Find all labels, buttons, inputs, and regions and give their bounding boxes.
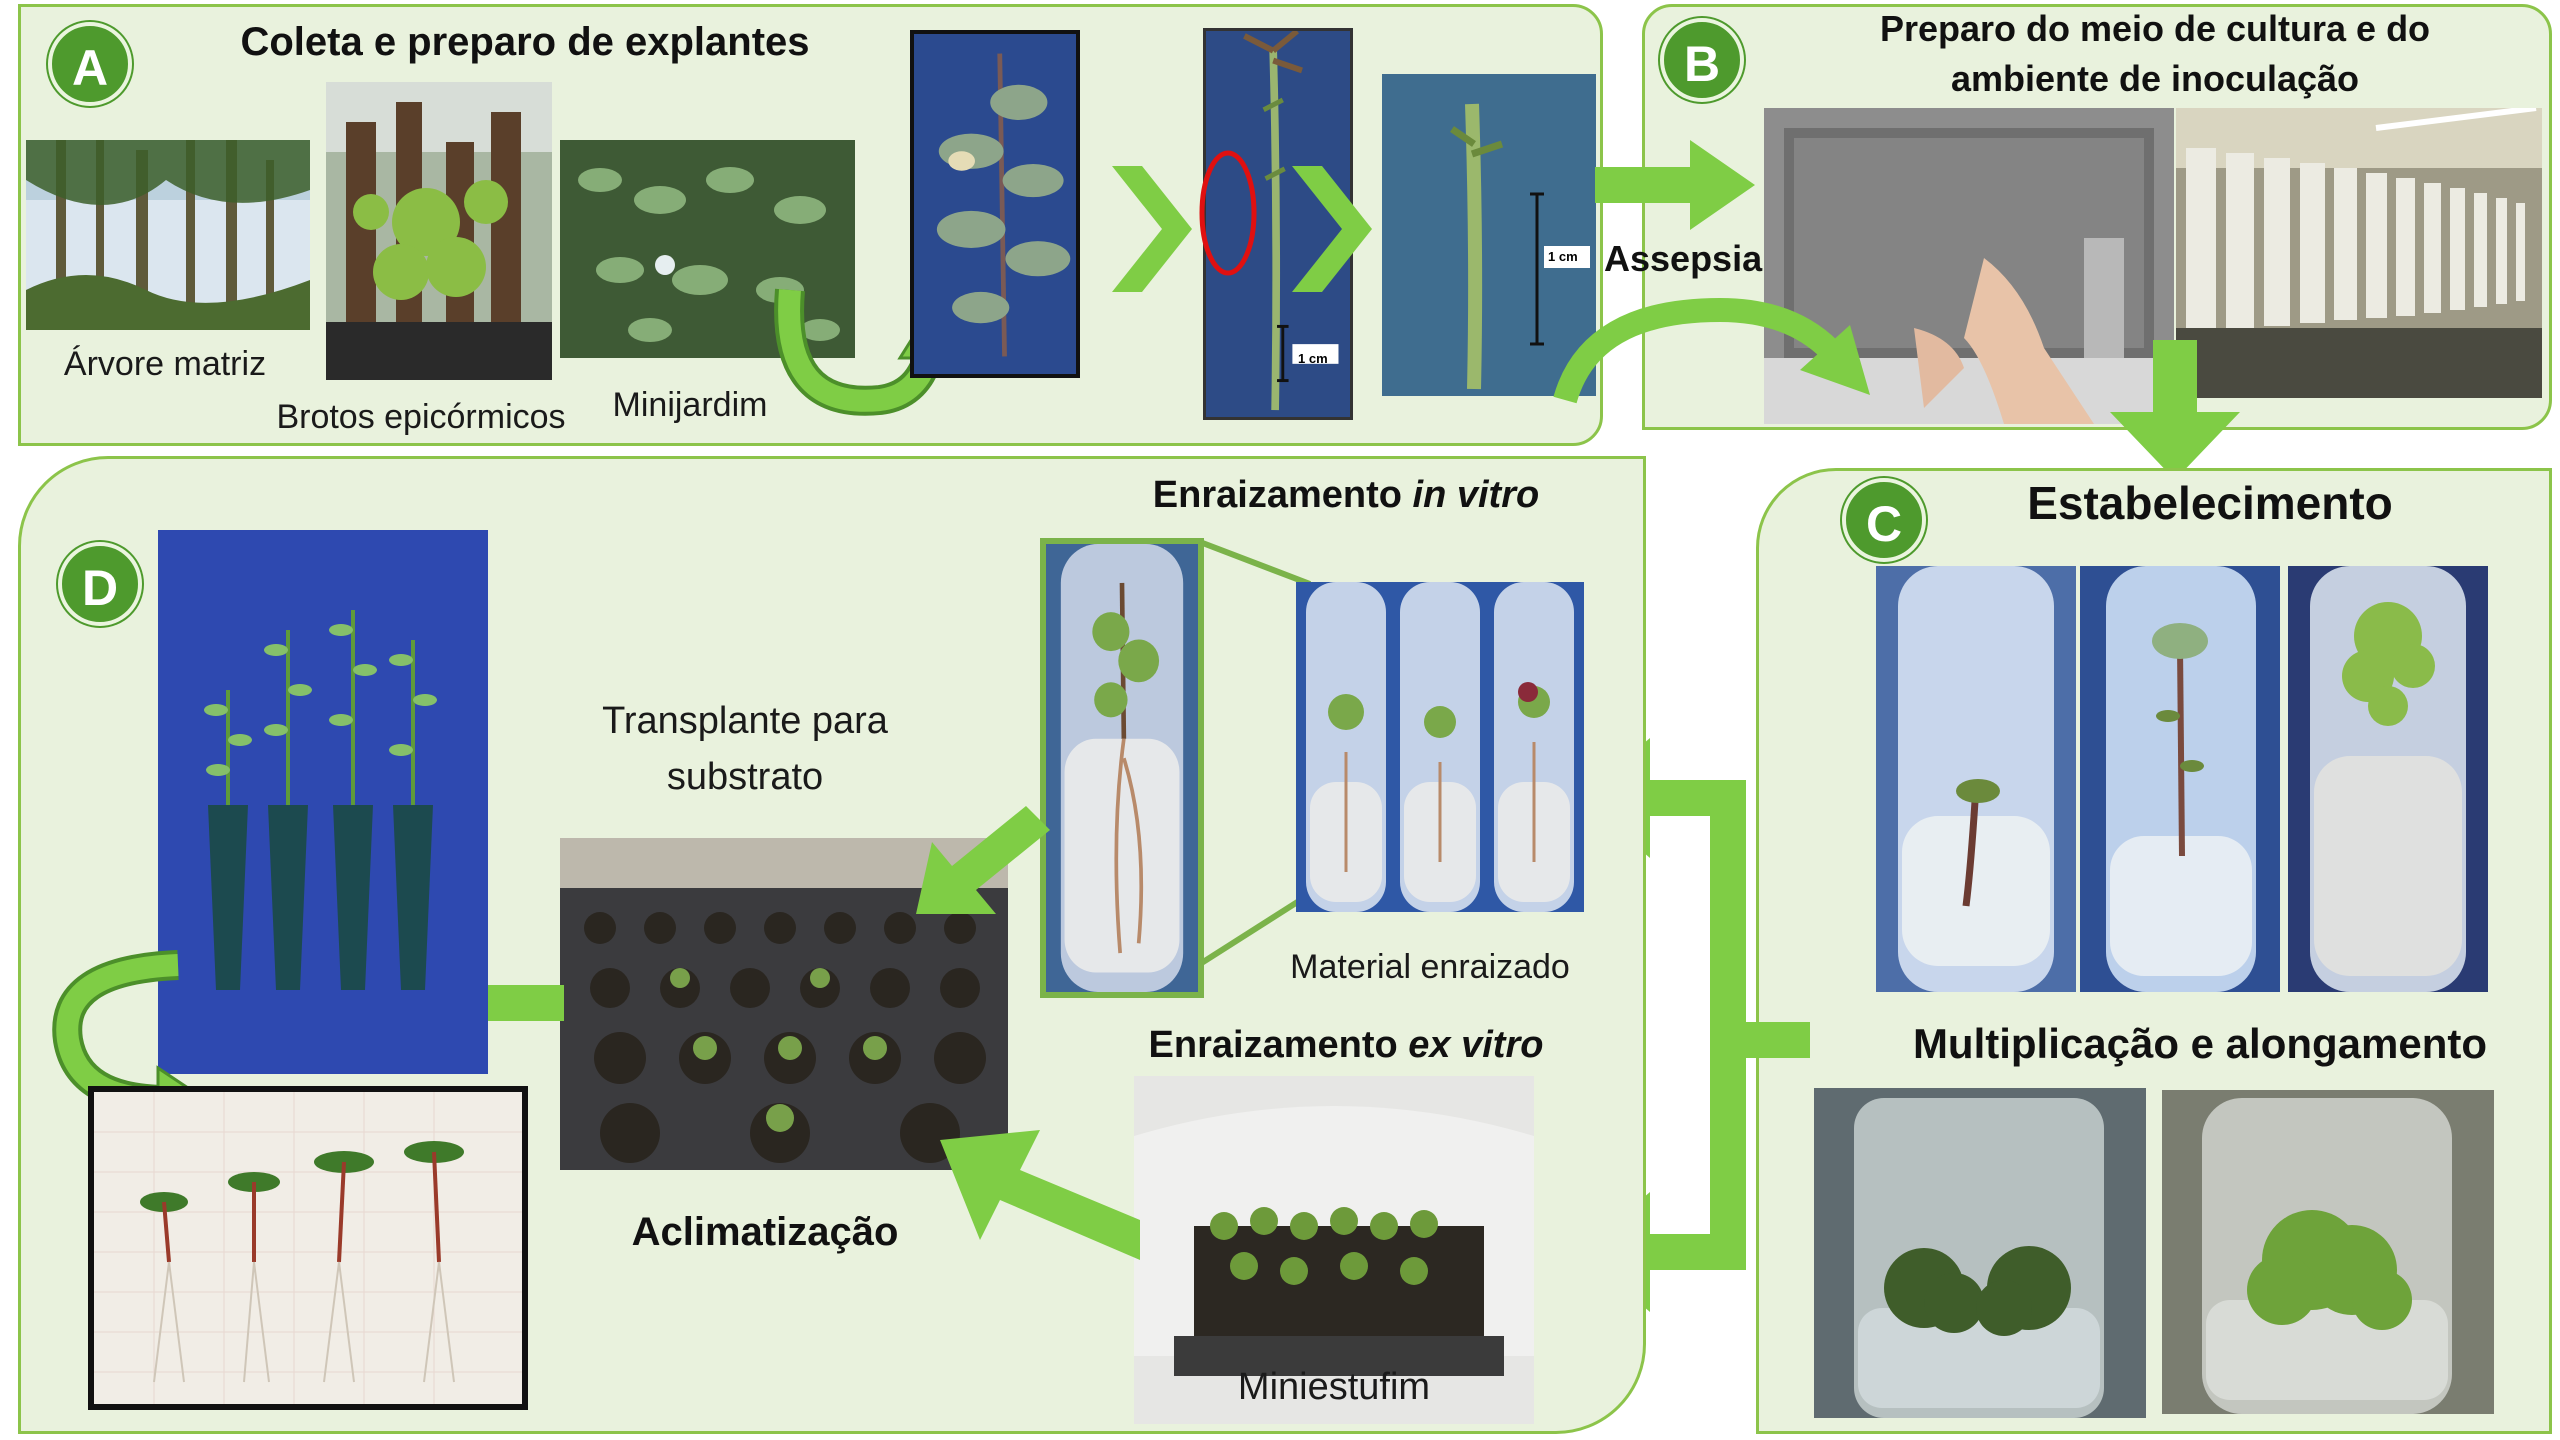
mini-greenhouse-photo: Miniestufim <box>1134 1076 1534 1424</box>
curved-arrow-icon <box>1553 297 1870 404</box>
zoom-lines <box>1198 539 1312 967</box>
scale-label-2: 1 cm <box>1548 249 1578 264</box>
chevron-right-icon <box>1292 166 1372 292</box>
rooting-ex-vitro-italic: ex vitro <box>1408 1024 1544 1066</box>
culture-rack-photo <box>2176 108 2542 398</box>
highlight-circle <box>1199 150 1257 276</box>
arrow-icon <box>1595 140 1755 230</box>
rooting-in-vitro-prefix: Enraizamento <box>1152 474 1413 516</box>
panel-c-title: Estabelecimento <box>2027 477 2393 529</box>
sprouts-caption: Brotos epicórmicos <box>276 398 566 436</box>
scale-label-1: 1 cm <box>1298 351 1328 366</box>
seedling-tray-photo <box>560 838 1008 1170</box>
panel-b-title-line2: ambiente de inoculação <box>1950 58 2360 99</box>
arrow-icon <box>2110 340 2240 480</box>
panel-a-badge: A <box>48 22 132 106</box>
transplant-caption-line1: Transplante para <box>602 700 888 742</box>
rooted-material-photo <box>1296 582 1584 912</box>
panel-d-badge: D <box>58 542 142 626</box>
tree-photo <box>26 140 310 330</box>
chevron-right-icon <box>1112 166 1192 292</box>
rooted-plants-photo <box>88 1086 528 1410</box>
arrow-icon <box>916 806 1050 914</box>
mini-greenhouse-caption: Miniestufim <box>1237 1366 1431 1408</box>
seedlings-tubes-photo <box>158 530 488 1074</box>
panel-b-title-line1: Preparo do meio de cultura e do <box>1879 8 2431 49</box>
panel-c-badge: C <box>1842 478 1926 562</box>
tree-caption: Árvore matriz <box>63 345 267 383</box>
transplant-caption-line2: substrato <box>666 756 824 798</box>
asepsis-label: Assepsia <box>1604 238 1763 279</box>
establishment-tube-1 <box>1876 566 2076 992</box>
sprouts-photo <box>326 82 552 380</box>
panel-b-badge: B <box>1660 18 1744 102</box>
rooting-ex-vitro-prefix: Enraizamento <box>1148 1024 1409 1066</box>
rooted-tube-photo <box>1040 538 1204 998</box>
rooted-material-caption: Material enraizado <box>1290 948 1570 986</box>
branch-photo <box>910 30 1080 378</box>
acclimatization-caption: Aclimatização <box>631 1210 899 1254</box>
panel-a-title: Coleta e preparo de explantes <box>240 20 810 64</box>
multiplication-jar-2 <box>2162 1090 2494 1414</box>
multiplication-jar-1 <box>1814 1088 2146 1418</box>
rooting-ex-vitro-title: Enraizamento ex vitro <box>1066 1024 1626 1067</box>
arrow-icon <box>940 1130 1140 1260</box>
explant-photo: 1 cm <box>1382 74 1596 396</box>
panel-c-subtitle: Multiplicação e alongamento <box>1912 1020 2488 1067</box>
rooting-in-vitro-italic: in vitro <box>1412 474 1540 516</box>
establishment-tube-2 <box>2080 566 2280 992</box>
rooting-in-vitro-title: Enraizamento in vitro <box>1066 474 1626 517</box>
minigarden-photo <box>560 140 855 358</box>
minigarden-caption: Minijardim <box>612 386 768 424</box>
laminar-hood-photo <box>1764 108 2174 424</box>
establishment-tube-3 <box>2288 566 2488 992</box>
